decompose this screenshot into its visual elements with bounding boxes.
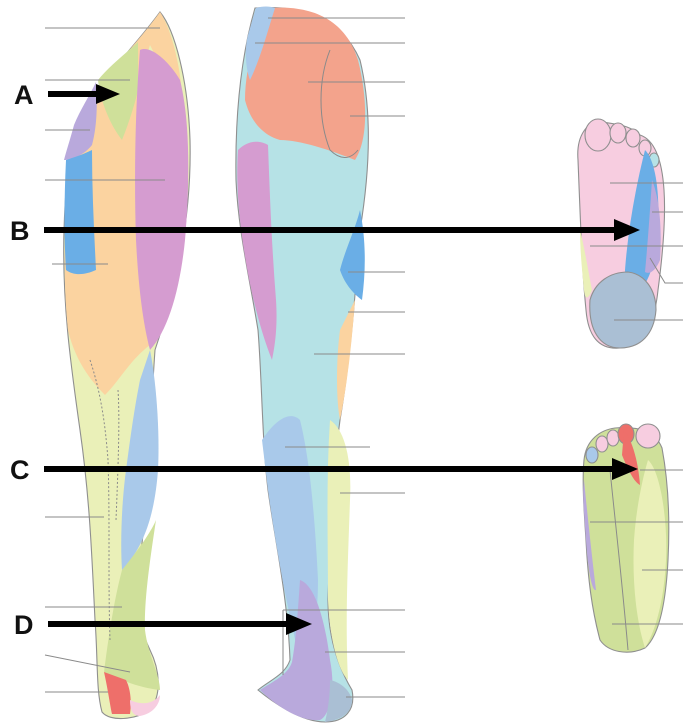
- dorsal-toe: [586, 447, 598, 463]
- marker-letter-d: D: [14, 610, 34, 640]
- anterior-leg-view: [64, 12, 190, 719]
- marker-letter-c: C: [10, 455, 30, 485]
- posterior-leg-view: [236, 7, 368, 723]
- marker-d-arrow: [48, 613, 312, 635]
- marker-letter-a: A: [14, 80, 34, 110]
- dorsal-toe: [596, 436, 608, 452]
- plantar-toe: [585, 119, 611, 151]
- plantar-slate-heel: [590, 272, 656, 348]
- anterior-blue-thigh: [65, 150, 97, 274]
- dorsal-toe: [607, 430, 619, 446]
- plantar-toe: [610, 123, 626, 143]
- anterior-magenta-thigh: [135, 49, 188, 350]
- marker-letter-b: B: [10, 216, 30, 246]
- dorsal-foot-view: [583, 424, 669, 652]
- dorsal-toe: [636, 424, 660, 448]
- plantar-toe: [626, 129, 640, 147]
